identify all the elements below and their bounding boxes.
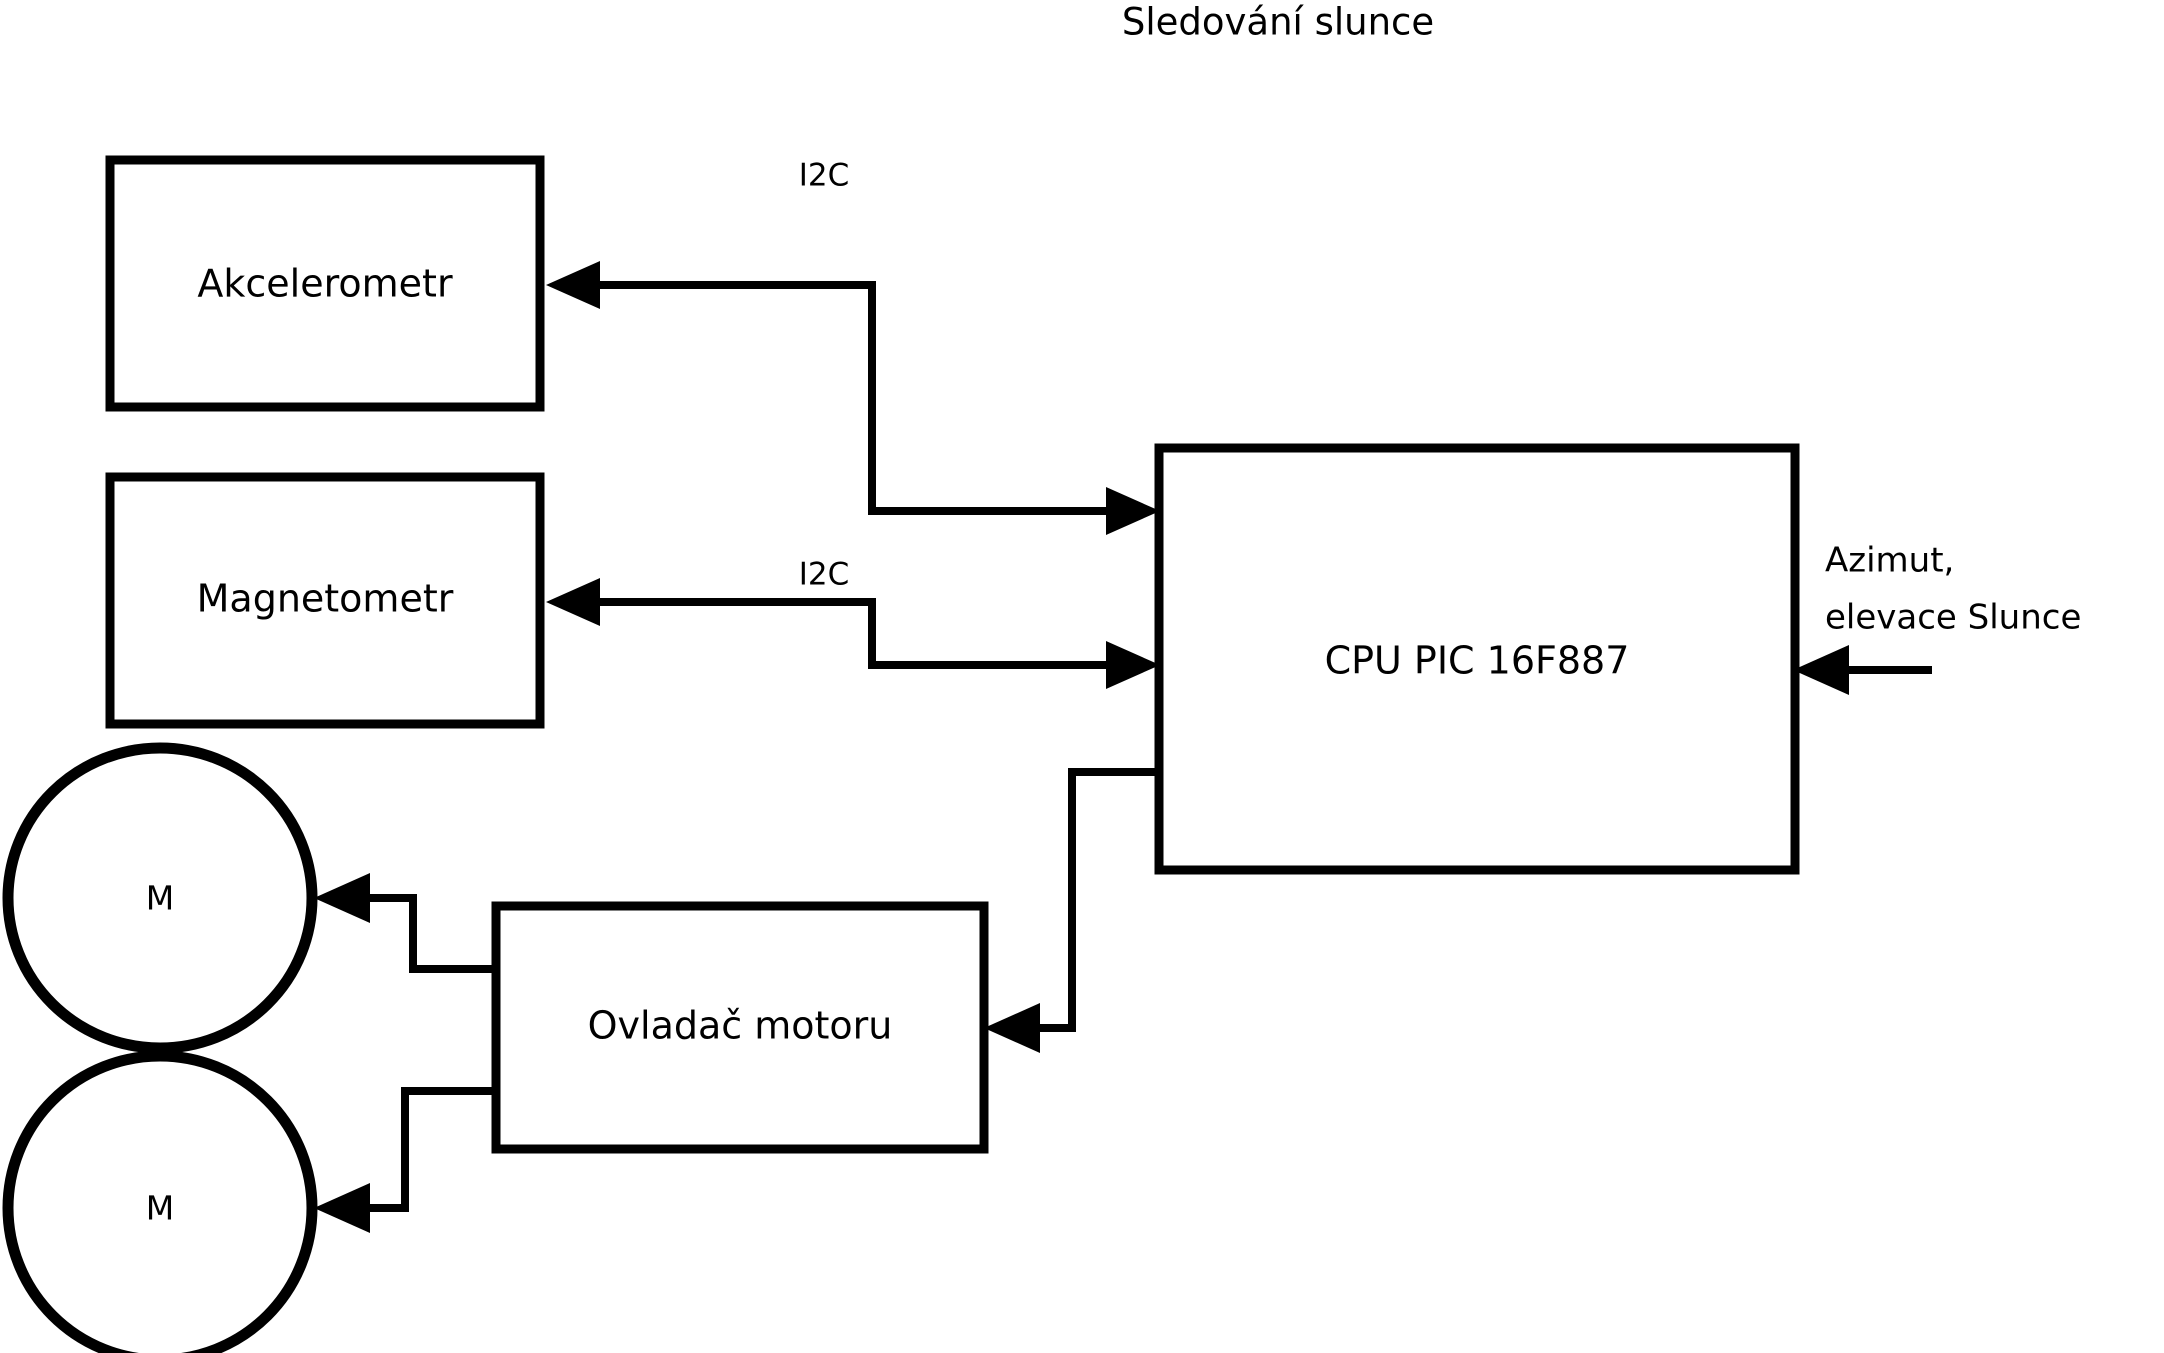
arrow-head-sun-input [1793,645,1849,695]
node-magnetometer[interactable]: Magnetometr [105,472,545,729]
arrow-head-to-cpu-lower [1106,641,1160,689]
edge-motor-driver-to-motor-top[interactable] [314,873,496,973]
node-motor-top[interactable]: M [2,742,318,1054]
accelerometer-box[interactable] [105,155,545,412]
node-motor-bottom[interactable]: M [2,1050,318,1353]
motor-bottom-line [364,1087,496,1212]
node-motor-driver[interactable]: Ovladač motoru [491,901,989,1154]
motor-top-line [364,894,496,973]
cpu-motor-driver-line [1036,768,1159,1032]
motor-top-label: M [146,879,174,918]
i2c-magnetometer-line [594,598,1115,669]
arrow-head-to-cpu-upper [1106,487,1160,535]
magnetometer-box[interactable] [105,472,545,729]
motor-top-circle[interactable] [2,742,318,1054]
motor-driver-box[interactable] [491,901,989,1154]
sun-input-label-line1: Azimut, [1825,541,1954,581]
cpu-box[interactable] [1154,443,1800,875]
edge-cpu-to-motor-driver[interactable] [984,768,1159,1053]
arrow-head-to-motor-bottom [314,1183,370,1233]
sun-input-label-line2: elevace Slunce [1825,598,2081,638]
edge-sun-input-to-cpu[interactable]: Azimut, elevace Slunce [1793,541,2081,696]
edge-cpu-to-magnetometer[interactable]: I2C [546,557,1160,690]
accelerometer-label: Akcelerometr [197,262,453,306]
motor-bottom-label: M [146,1189,174,1228]
i2c-label-magnetometer: I2C [799,557,850,593]
arrow-head-to-accelerometer [546,261,600,309]
arrow-head-to-magnetometer [546,578,600,626]
i2c-label-accelerometer: I2C [799,158,850,194]
edge-cpu-to-accelerometer[interactable]: I2C [546,158,1160,536]
edge-motor-driver-to-motor-bottom[interactable] [314,1087,496,1233]
motor-bottom-circle[interactable] [2,1050,318,1353]
arrow-head-to-motor-driver [984,1003,1040,1053]
motor-driver-label: Ovladač motoru [588,1004,893,1048]
node-accelerometer[interactable]: Akcelerometr [105,155,545,412]
cpu-label: CPU PIC 16F887 [1325,639,1630,683]
magnetometer-label: Magnetometr [197,577,454,621]
arrow-head-to-motor-top [314,873,370,923]
node-cpu[interactable]: CPU PIC 16F887 [1154,443,1800,875]
i2c-accelerometer-line [594,281,1115,515]
page-title: Sledování slunce [1122,1,1434,44]
